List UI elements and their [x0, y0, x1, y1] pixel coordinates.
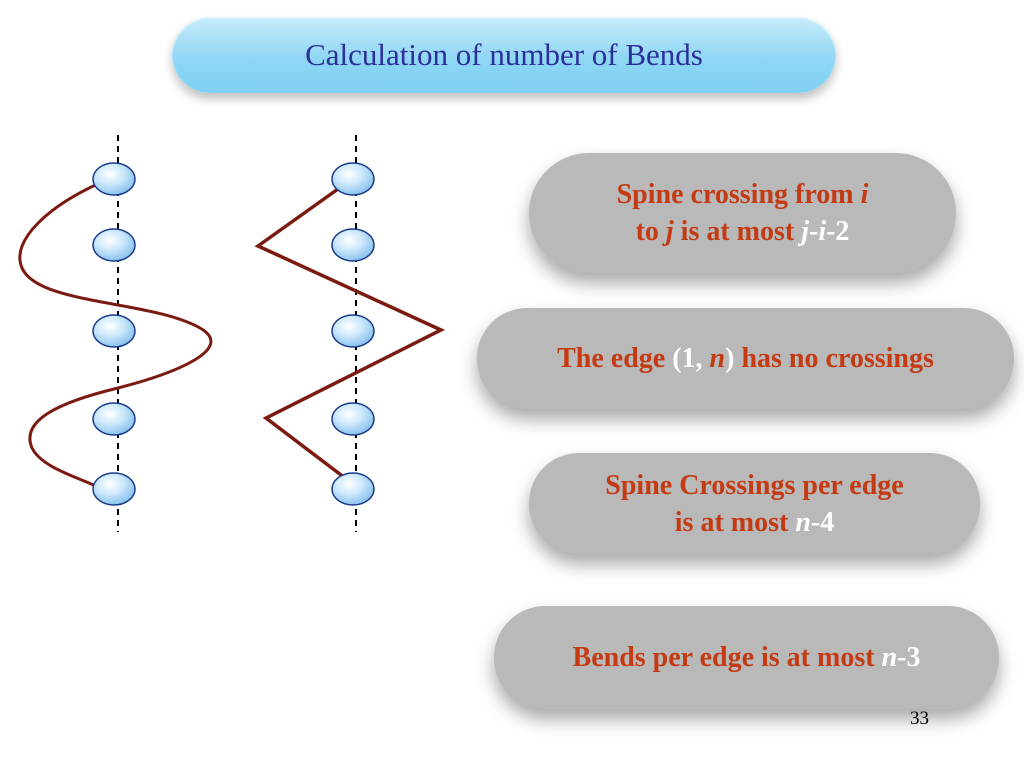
- right-node-1: [331, 162, 375, 196]
- curved-edge: [18, 180, 213, 490]
- right-node-2: [331, 228, 375, 262]
- statement-spine-crossings-per-edge: Spine Crossings per edge is at most n-4: [529, 453, 980, 554]
- polyline-edge: [254, 182, 446, 480]
- statement-spine-crossing-ij: Spine crossing from i to j is at most j-…: [529, 153, 956, 273]
- left-node-1: [92, 162, 136, 196]
- statement-1-line-2: to j is at most j-i-2: [635, 216, 850, 247]
- statement-1-line-1: Spine crossing from i: [616, 179, 869, 210]
- statement-edge-no-crossings: The edge (1, n) has no crossings: [477, 308, 1014, 409]
- right-node-3: [331, 314, 375, 348]
- left-node-2: [92, 228, 136, 262]
- slide-title: Calculation of number of Bends: [305, 37, 703, 72]
- left-node-3: [92, 314, 136, 348]
- statement-3-line-2: is at most n-4: [674, 506, 835, 538]
- statement-3-line-1: Spine Crossings per edge: [605, 469, 904, 501]
- slide-title-banner: Calculation of number of Bends: [172, 17, 836, 93]
- right-node-5: [331, 472, 375, 506]
- statement-bends-per-edge: Bends per edge is at most n-3: [494, 606, 999, 709]
- slide-number: 33: [910, 708, 929, 729]
- left-node-4: [92, 402, 136, 436]
- right-node-4: [331, 402, 375, 436]
- left-node-5: [92, 472, 136, 506]
- spine-diagram: [18, 135, 446, 532]
